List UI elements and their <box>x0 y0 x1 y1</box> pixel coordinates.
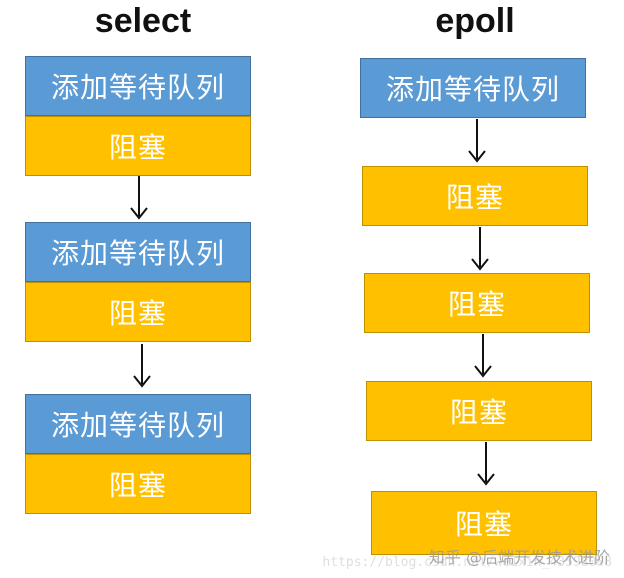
select-block-box-3: 阻塞 <box>25 454 251 514</box>
select-add-queue-box-3: 添加等待队列 <box>25 394 251 454</box>
epoll-add-queue-box: 添加等待队列 <box>360 58 586 118</box>
epoll-title: epoll <box>435 2 515 40</box>
select-title: select <box>94 2 192 40</box>
epoll-block-box-4: 阻塞 <box>371 491 597 555</box>
select-add-queue-box-2: 添加等待队列 <box>25 222 251 282</box>
epoll-arrow-4 <box>477 442 495 486</box>
select-block-box-2: 阻塞 <box>25 282 251 342</box>
epoll-arrow-3 <box>474 334 492 378</box>
watermark-zhihu: 知乎 @后端开发技术进阶 <box>428 548 610 567</box>
select-add-queue-box-1: 添加等待队列 <box>25 56 251 116</box>
epoll-block-box-1: 阻塞 <box>362 166 588 226</box>
watermark-url: https://blog.csdn.net/weixin_43598008 <box>322 555 612 570</box>
epoll-arrow-2 <box>471 227 489 271</box>
select-arrow-2 <box>133 344 151 388</box>
select-block-box-1: 阻塞 <box>25 116 251 176</box>
epoll-block-box-3: 阻塞 <box>366 381 592 441</box>
epoll-arrow-1 <box>468 119 486 163</box>
epoll-block-box-2: 阻塞 <box>364 273 590 333</box>
select-arrow-1 <box>130 176 148 220</box>
